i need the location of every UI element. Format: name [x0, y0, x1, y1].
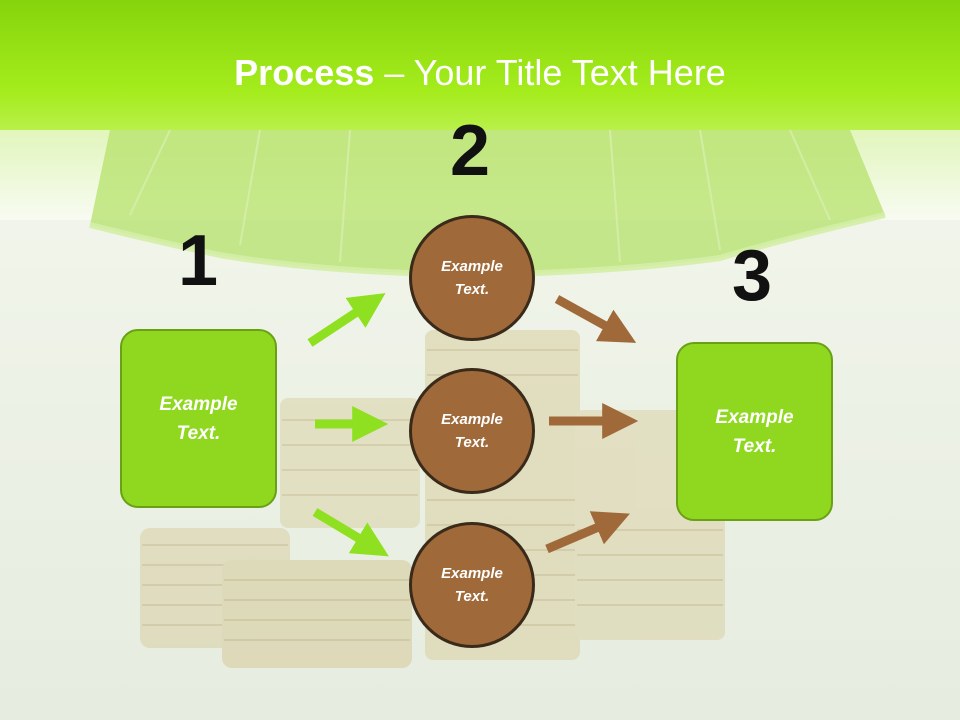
circle-bottom: Example Text.	[409, 522, 535, 648]
step-number-3: 3	[732, 236, 773, 316]
step-1-box: Example Text.	[120, 329, 277, 508]
arrow-green-up	[307, 293, 386, 347]
arrow-green-down	[312, 508, 389, 557]
title-bold: Process	[234, 52, 375, 93]
step-3-text: Example Text.	[715, 406, 794, 457]
circle-top-text: Example Text.	[441, 258, 503, 298]
step-3-box: Example Text.	[676, 342, 833, 521]
arrow-brown-up	[545, 511, 630, 554]
step-1-text: Example Text.	[159, 393, 238, 444]
circle-middle-text: Example Text.	[441, 411, 503, 451]
slide-title: Process – Your Title Text Here	[0, 52, 960, 94]
step-number-1: 1	[178, 221, 219, 301]
circle-bottom-text: Example Text.	[441, 565, 503, 605]
arrow-brown-down	[554, 295, 637, 343]
circle-top: Example Text.	[409, 215, 535, 341]
step-number-2: 2	[450, 111, 491, 191]
title-rest: – Your Title Text Here	[374, 52, 726, 93]
circle-middle: Example Text.	[409, 368, 535, 494]
